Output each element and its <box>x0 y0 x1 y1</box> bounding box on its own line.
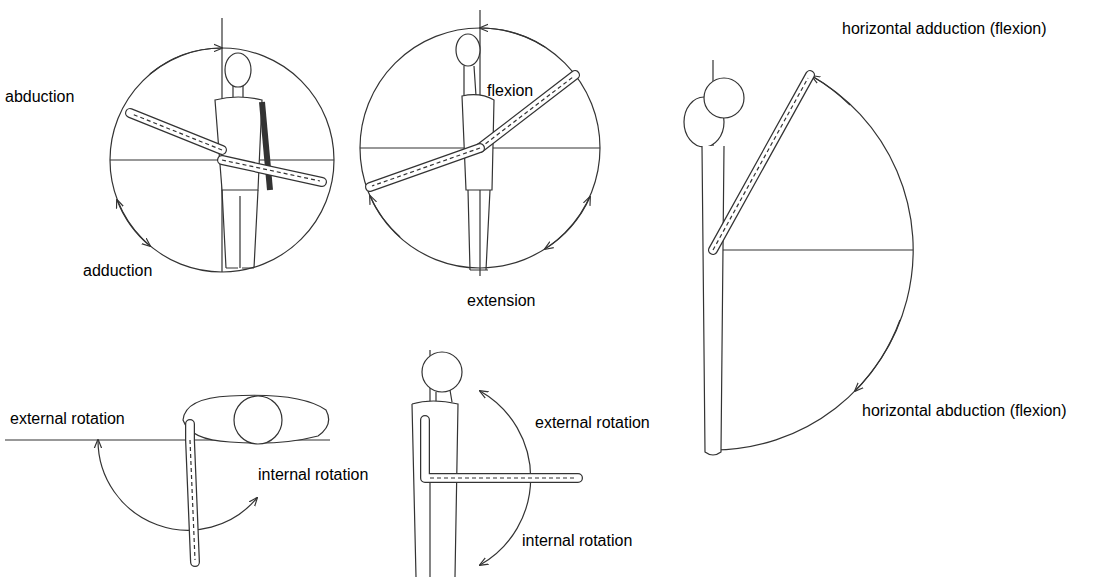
motion-arrow <box>98 440 257 530</box>
head <box>704 78 744 118</box>
arm-axis <box>430 477 576 478</box>
motion-label: adduction <box>83 262 152 280</box>
head <box>456 34 480 66</box>
neck <box>233 86 243 97</box>
legs <box>222 190 258 268</box>
arm <box>370 148 480 187</box>
horizontal-figure <box>684 60 913 455</box>
arm <box>222 160 322 182</box>
head <box>225 53 251 87</box>
torso <box>215 97 262 190</box>
arm-axis <box>190 440 195 560</box>
arm <box>222 160 322 182</box>
arm <box>370 148 480 187</box>
motion-label: flexion <box>487 82 533 100</box>
arm <box>713 75 810 250</box>
abduction-figure <box>110 18 334 272</box>
reference-line <box>713 249 913 250</box>
motion-arrow <box>812 76 850 105</box>
motion-label: external rotation <box>535 414 650 432</box>
head <box>234 396 282 444</box>
arm <box>130 113 222 150</box>
motion-arrow <box>150 48 222 74</box>
motion-label: horizontal abduction (flexion) <box>862 402 1067 420</box>
arm <box>480 75 575 148</box>
arm <box>713 75 810 250</box>
arm <box>190 424 195 562</box>
motion-label: abduction <box>5 88 74 106</box>
motion-label: internal rotation <box>522 532 632 550</box>
shoulders <box>183 395 329 443</box>
motion-label: internal rotation <box>258 466 368 484</box>
neck <box>464 66 476 96</box>
motion-arrow <box>480 28 545 47</box>
torso <box>412 401 458 577</box>
motion-label: extension <box>467 292 536 310</box>
body <box>702 146 724 455</box>
arm-axis <box>480 77 573 148</box>
flexion-figure <box>360 10 600 276</box>
motion-arrow <box>545 197 590 249</box>
arm-axis <box>222 160 320 181</box>
arm <box>130 113 222 150</box>
arm <box>480 75 575 148</box>
arm-axis <box>132 114 222 150</box>
motion-arc <box>713 75 913 450</box>
arm <box>190 424 195 562</box>
arm-axis <box>372 148 480 186</box>
motion-label: external rotation <box>10 410 125 428</box>
motion-arrow <box>855 320 900 391</box>
head <box>422 352 462 392</box>
neck <box>436 390 452 402</box>
motion-arrow <box>117 200 150 246</box>
arm <box>262 102 270 190</box>
motion-arrow <box>370 196 400 237</box>
motion-label: horizontal adduction (flexion) <box>842 20 1047 38</box>
arm-axis <box>713 78 808 250</box>
legs <box>468 190 490 270</box>
